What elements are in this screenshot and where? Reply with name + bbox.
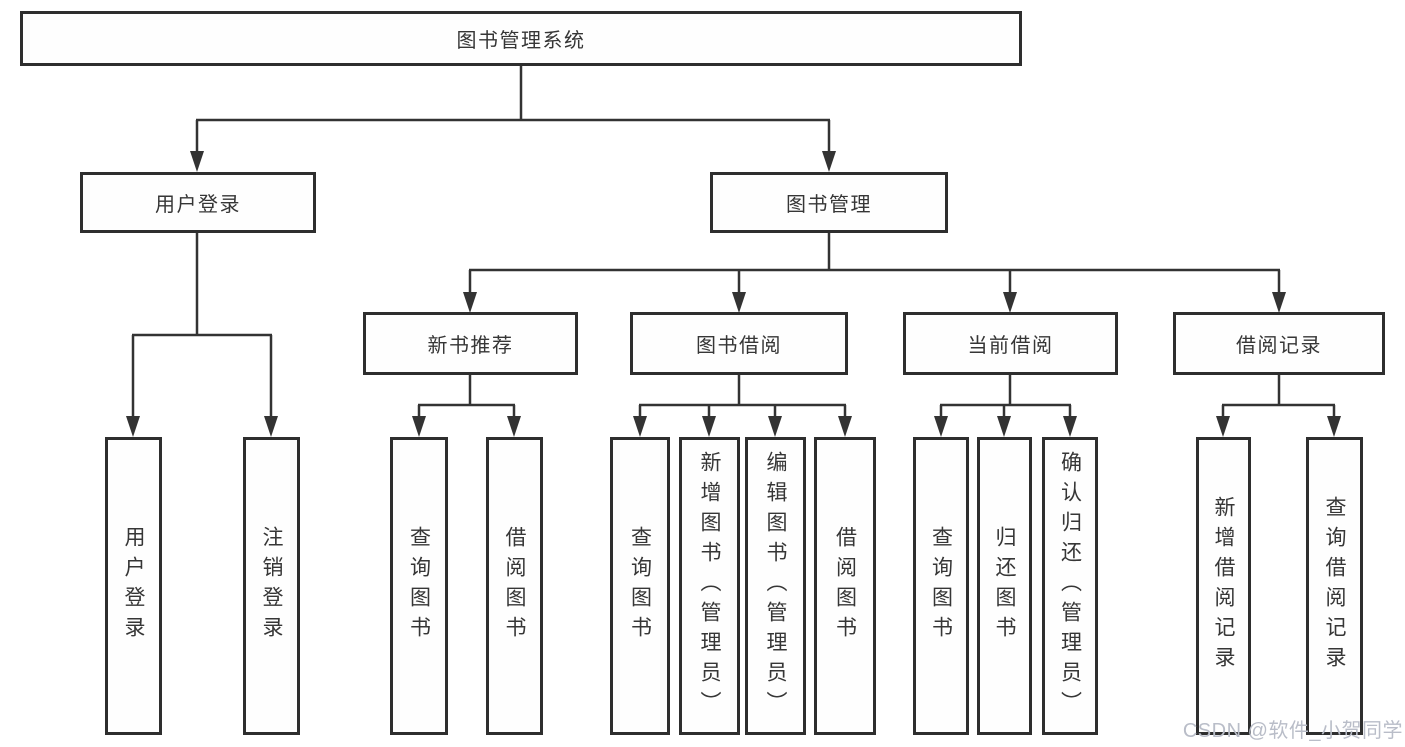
leaf-recommend-query-books: 查询图书 xyxy=(390,437,448,735)
node-new-book-recommend: 新书推荐 xyxy=(363,312,578,375)
edge-bookmgmt-to-modules xyxy=(468,233,1281,294)
leaf-borrowing-borrow-books: 借阅图书 xyxy=(814,437,876,735)
arrowheads xyxy=(126,151,1341,437)
leaf-logout: 注销登录 xyxy=(243,437,300,735)
edge-userlogin-to-leaves xyxy=(131,233,273,418)
leaf-query-borrow-record: 查询借阅记录 xyxy=(1306,437,1363,735)
node-current-borrowing: 当前借阅 xyxy=(903,312,1118,375)
node-book-borrowing: 图书借阅 xyxy=(630,312,848,375)
leaf-edit-books-admin: 编辑图书（管理员） xyxy=(745,437,806,735)
csdn-watermark: CSDN @软件_小贺同学 xyxy=(1182,720,1403,742)
node-user-login-branch: 用户登录 xyxy=(80,172,316,233)
leaf-add-borrow-record: 新增借阅记录 xyxy=(1196,437,1251,735)
node-borrowing-records: 借阅记录 xyxy=(1173,312,1385,375)
node-root-system: 图书管理系统 xyxy=(20,11,1022,66)
leaf-current-query-books: 查询图书 xyxy=(913,437,969,735)
leaf-add-books-admin: 新增图书（管理员） xyxy=(679,437,740,735)
edge-borrowing-to-leaves xyxy=(638,375,847,418)
leaf-borrowing-query-books: 查询图书 xyxy=(610,437,670,735)
leaf-confirm-return-admin: 确认归还（管理员） xyxy=(1042,437,1098,735)
edge-records-to-leaves xyxy=(1221,375,1336,418)
edge-root-to-branches xyxy=(195,66,831,153)
leaf-user-login: 用户登录 xyxy=(105,437,162,735)
leaf-recommend-borrow-books: 借阅图书 xyxy=(486,437,543,735)
edge-newbook-to-leaves xyxy=(417,375,516,418)
leaf-return-books: 归还图书 xyxy=(977,437,1032,735)
edge-current-to-leaves xyxy=(939,375,1072,418)
node-book-management-branch: 图书管理 xyxy=(710,172,948,233)
